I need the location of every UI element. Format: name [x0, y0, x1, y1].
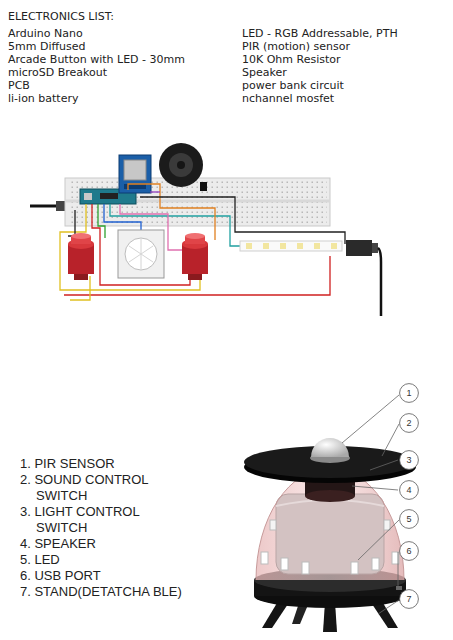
callout-circle: 5	[399, 509, 419, 529]
part-list: 1. PIR SENSOR2. SOUND CONTROL SWITCH3. L…	[20, 456, 188, 600]
callout-circle: 2	[399, 413, 419, 433]
callout-circle: 4	[399, 480, 419, 500]
callout-circle: 7	[399, 589, 419, 609]
component-item: LED - RGB Addressable, PTH	[242, 27, 398, 40]
callout-circle: 6	[399, 541, 419, 561]
callout-number: 2	[399, 418, 419, 428]
product-rendering	[244, 438, 416, 632]
part-list-item: 6. USB PORT	[20, 568, 188, 584]
component-item: microSD Breakout	[8, 66, 107, 79]
part-list-item: 5. LED	[20, 552, 188, 568]
component-item: 5mm Diffused	[8, 40, 85, 53]
callout-number: 3	[399, 455, 419, 465]
component-item: Arduino Nano	[8, 27, 83, 40]
component-item: Speaker	[242, 66, 287, 79]
part-list-item: 4. SPEAKER	[20, 536, 188, 552]
component-item: power bank circuit	[242, 79, 344, 92]
component-item: li-ion battery	[8, 92, 79, 105]
component-item: PIR (motion) sensor	[242, 40, 350, 53]
component-item: PCB	[8, 79, 30, 92]
list-title: ELECTRONICS LIST:	[8, 10, 114, 23]
callout-number: 4	[399, 485, 419, 495]
callout-number: 6	[399, 546, 419, 556]
callout-number: 1	[399, 388, 419, 398]
callout-circle: 3	[399, 450, 419, 470]
part-list-item: 2. SOUND CONTROL SWITCH	[20, 472, 188, 504]
component-item: nchannel mosfet	[242, 92, 334, 105]
callout-circle: 1	[399, 383, 419, 403]
breadboard-illustration	[30, 143, 381, 316]
part-list-item: 7. STAND(DETATCHA BLE)	[20, 584, 188, 600]
callout-number: 5	[399, 514, 419, 524]
callout-number: 7	[399, 594, 419, 604]
leader-lines	[342, 395, 399, 614]
component-item: Arcade Button with LED - 30mm	[8, 53, 185, 66]
part-list-item: 1. PIR SENSOR	[20, 456, 188, 472]
component-item: 10K Ohm Resistor	[242, 53, 341, 66]
part-list-item: 3. LIGHT CONTROL SWITCH	[20, 504, 188, 536]
